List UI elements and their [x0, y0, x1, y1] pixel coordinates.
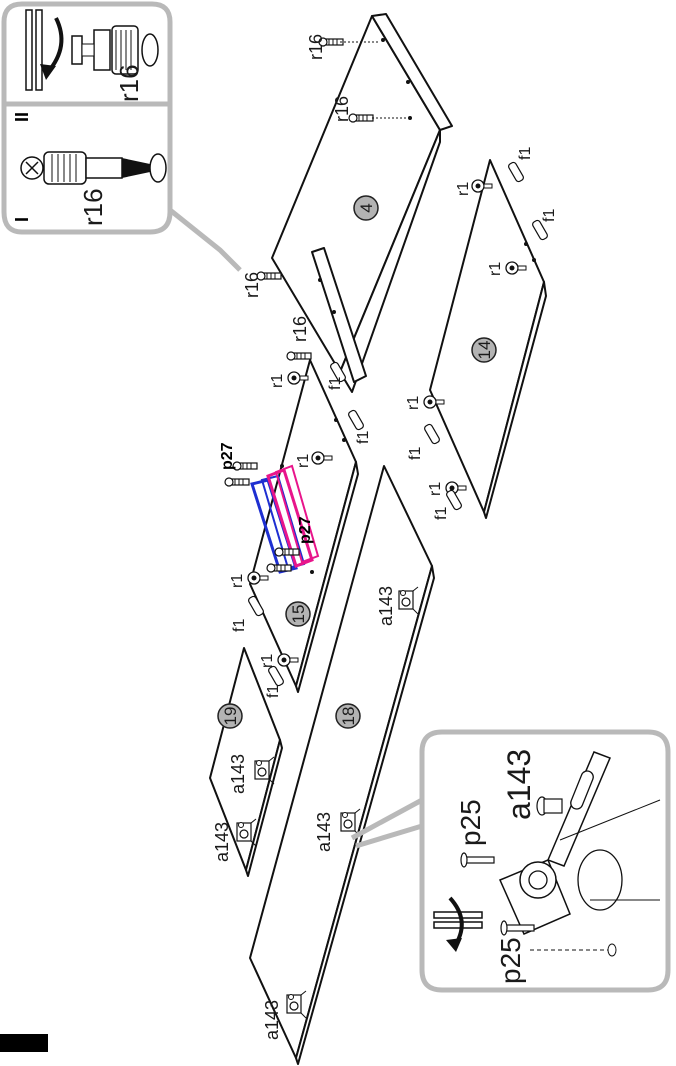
dowel-icon	[422, 422, 442, 446]
screw-icon	[266, 563, 292, 573]
handle-icon	[250, 464, 320, 574]
label-f1: f1	[433, 507, 450, 520]
label-r16: r16	[332, 96, 352, 122]
panel-15: 15	[249, 359, 359, 693]
target-hole	[149, 153, 167, 183]
part-number-14: 14	[475, 341, 494, 360]
rod-shaft-2	[35, 9, 43, 91]
panel-18: 18	[249, 465, 435, 1065]
r16-connector-part	[71, 25, 159, 75]
label-p27: p27	[219, 442, 236, 470]
label-f1: f1	[265, 685, 282, 698]
dowel-icon	[346, 408, 366, 432]
label-f1: f1	[541, 209, 558, 222]
label-r1: r1	[455, 182, 472, 196]
part-number-18: 18	[339, 707, 358, 726]
screw-icon	[274, 547, 300, 557]
label-a143: a143	[262, 1000, 282, 1040]
label-r16: r16	[242, 272, 262, 298]
part-number-4: 4	[357, 203, 376, 212]
dowel-icon	[506, 160, 526, 184]
step-2-part-label: r16	[114, 64, 144, 102]
label-r1: r1	[427, 482, 444, 496]
part-badge-14	[471, 337, 497, 363]
label-p27: p27	[297, 516, 314, 544]
label-r1: r1	[269, 374, 286, 388]
step-callout-inset: r16 II r16 I	[1, 1, 242, 272]
panel-14: 14	[429, 159, 547, 519]
part-badge-15	[285, 601, 311, 627]
label-r1: r1	[405, 396, 422, 410]
cam-bracket-part	[499, 751, 661, 957]
screw-icon	[224, 477, 250, 487]
label-f1: f1	[355, 431, 372, 444]
r16-connector	[286, 351, 312, 361]
label-f1: f1	[231, 619, 248, 632]
part-number-19: 19	[221, 707, 240, 726]
step-2-label: II	[12, 112, 32, 122]
panel-4: 4	[271, 13, 453, 393]
bracket-detail-callout: a143 p25 p25	[350, 729, 671, 993]
label-r1: r1	[295, 454, 312, 468]
dowel-icon	[266, 664, 286, 688]
rotate-arrowhead-icon	[40, 64, 56, 80]
step-2-panel: r16 II	[12, 9, 159, 122]
part-badge-4	[353, 195, 379, 221]
step-1-label: I	[12, 217, 32, 222]
part-number-15: 15	[289, 605, 308, 624]
label-f1: f1	[407, 447, 424, 460]
rod-shaft	[25, 9, 33, 91]
label-a143: a143	[228, 754, 248, 794]
label-a143: a143	[376, 586, 396, 626]
r16-connector	[348, 113, 374, 123]
label-r1: r1	[229, 574, 246, 588]
step-1-panel: r16 I	[12, 151, 167, 226]
page-tab-marker	[0, 1034, 48, 1052]
step-1-part-label: r16	[78, 188, 108, 226]
label-p25-detail: p25	[495, 937, 526, 984]
label-a143-detail: a143	[501, 749, 537, 820]
label-a143: a143	[314, 812, 334, 852]
rotate-arrowhead-icon	[446, 938, 462, 952]
part-badge-18	[335, 703, 361, 729]
screw-icon	[232, 461, 258, 471]
panel-19: 19	[209, 647, 283, 877]
label-f1: f1	[517, 147, 534, 160]
label-p25-detail: p25	[455, 799, 486, 846]
label-r16: r16	[306, 34, 326, 60]
label-a143: a143	[212, 822, 232, 862]
r16-screw-part	[20, 151, 150, 185]
label-r1: r1	[259, 654, 276, 668]
screw-icon	[500, 920, 535, 936]
label-r1: r1	[487, 262, 504, 276]
screw-icon	[460, 852, 495, 868]
screwdriver-shaft-2	[433, 921, 483, 929]
cam-lock-icon	[536, 796, 563, 816]
label-r16: r16	[290, 316, 310, 342]
part-badge-19	[217, 703, 243, 729]
label-f1: f1	[327, 377, 344, 390]
